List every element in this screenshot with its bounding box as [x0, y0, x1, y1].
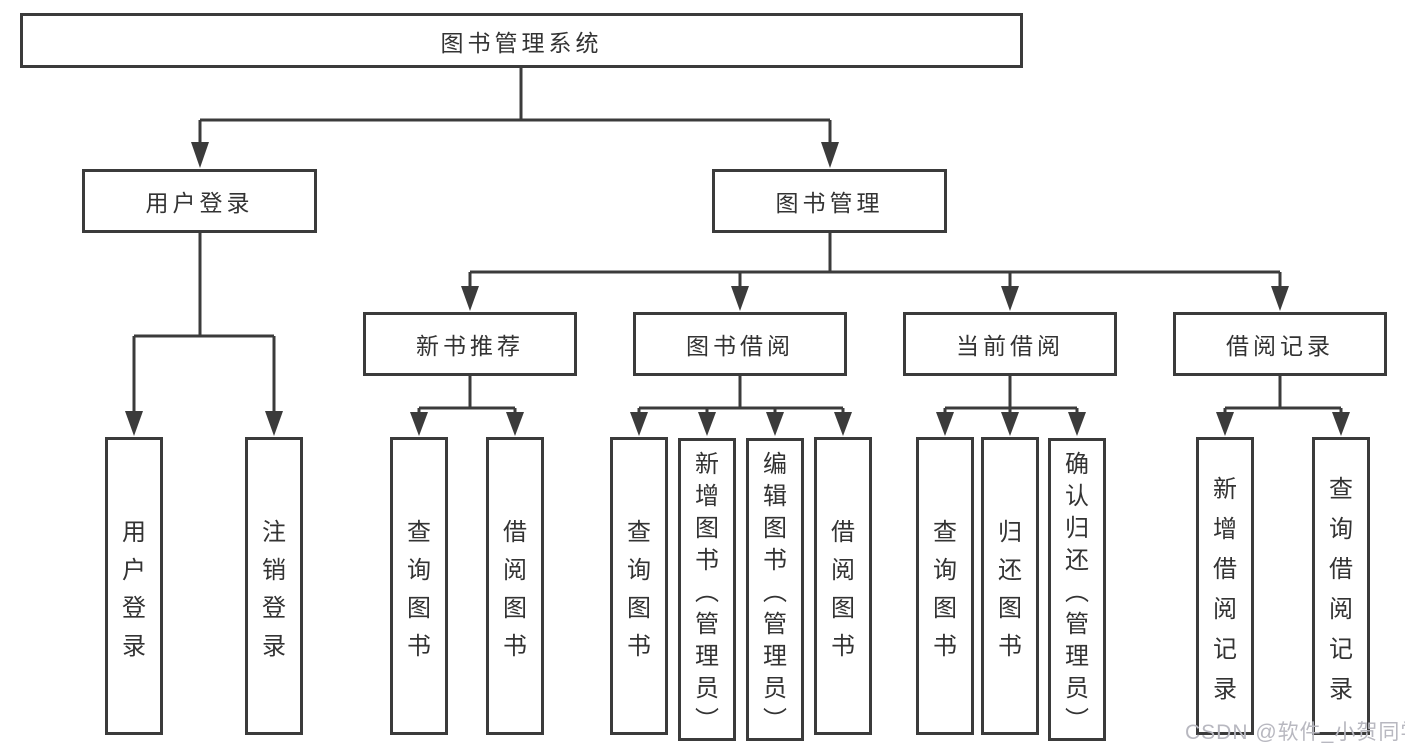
node-borrowing-records: 借阅记录 — [1173, 312, 1387, 376]
node-user-login-leaf-label: 用户登录 — [122, 518, 146, 660]
watermark: CSDN @软件_小贺同学 — [1185, 721, 1405, 744]
node-root-label: 图书管理系统 — [440, 29, 603, 56]
node-borrowing-records-label: 借阅记录 — [1226, 333, 1334, 359]
node-query-books-recommend-label: 查询图书 — [407, 518, 431, 660]
node-borrow-books-recommend-label: 借阅图书 — [503, 518, 527, 660]
node-add-book-admin-label: 新增图书︵管理员︶ — [695, 451, 719, 734]
edge-borrowing-records-children — [1216, 376, 1350, 436]
node-confirm-return-admin: 确认归还︵管理员︶ — [1048, 438, 1106, 741]
node-return-books: 归还图书 — [981, 437, 1039, 735]
node-query-borrow-record-label: 查询借阅记录 — [1329, 475, 1353, 703]
node-add-book-admin: 新增图书︵管理员︶ — [678, 438, 736, 741]
node-return-books-label: 归还图书 — [998, 518, 1022, 660]
node-book-borrowing-label: 图书借阅 — [686, 333, 794, 359]
node-current-borrowing: 当前借阅 — [903, 312, 1117, 376]
node-logout: 注销登录 — [245, 437, 303, 735]
node-user-login-label: 用户登录 — [145, 190, 254, 216]
node-user-login-leaf: 用户登录 — [105, 437, 163, 735]
node-query-books-current: 查询图书 — [916, 437, 974, 735]
node-book-borrowing: 图书借阅 — [633, 312, 847, 376]
node-query-books-borrowing: 查询图书 — [610, 437, 668, 735]
node-add-borrow-record-label: 新增借阅记录 — [1213, 475, 1237, 703]
edge-book-management-level3 — [461, 233, 1289, 311]
node-new-book-recommend: 新书推荐 — [363, 312, 577, 376]
node-book-management: 图书管理 — [712, 169, 947, 233]
edge-user-login-children — [125, 233, 283, 436]
node-current-borrowing-label: 当前借阅 — [956, 333, 1064, 359]
node-user-login: 用户登录 — [82, 169, 317, 233]
node-edit-book-admin-label: 编辑图书︵管理员︶ — [763, 451, 787, 734]
node-query-books-current-label: 查询图书 — [933, 518, 957, 660]
node-borrow-books-recommend: 借阅图书 — [486, 437, 544, 735]
node-book-management-label: 图书管理 — [775, 190, 884, 216]
node-borrow-books-borrowing-label: 借阅图书 — [831, 518, 855, 660]
node-edit-book-admin: 编辑图书︵管理员︶ — [746, 438, 804, 741]
node-borrow-books-borrowing: 借阅图书 — [814, 437, 872, 735]
edge-root-to-level2 — [191, 68, 839, 168]
node-query-books-borrowing-label: 查询图书 — [627, 518, 651, 660]
node-root: 图书管理系统 — [20, 13, 1023, 68]
node-logout-label: 注销登录 — [262, 518, 286, 660]
node-add-borrow-record: 新增借阅记录 — [1196, 437, 1254, 735]
edge-new-book-recommend-children — [410, 376, 524, 436]
node-confirm-return-admin-label: 确认归还︵管理员︶ — [1065, 451, 1089, 734]
edge-current-borrowing-children — [936, 376, 1086, 436]
node-query-borrow-record: 查询借阅记录 — [1312, 437, 1370, 735]
node-query-books-recommend: 查询图书 — [390, 437, 448, 735]
edge-book-borrowing-children — [630, 376, 852, 436]
node-new-book-recommend-label: 新书推荐 — [416, 333, 524, 359]
